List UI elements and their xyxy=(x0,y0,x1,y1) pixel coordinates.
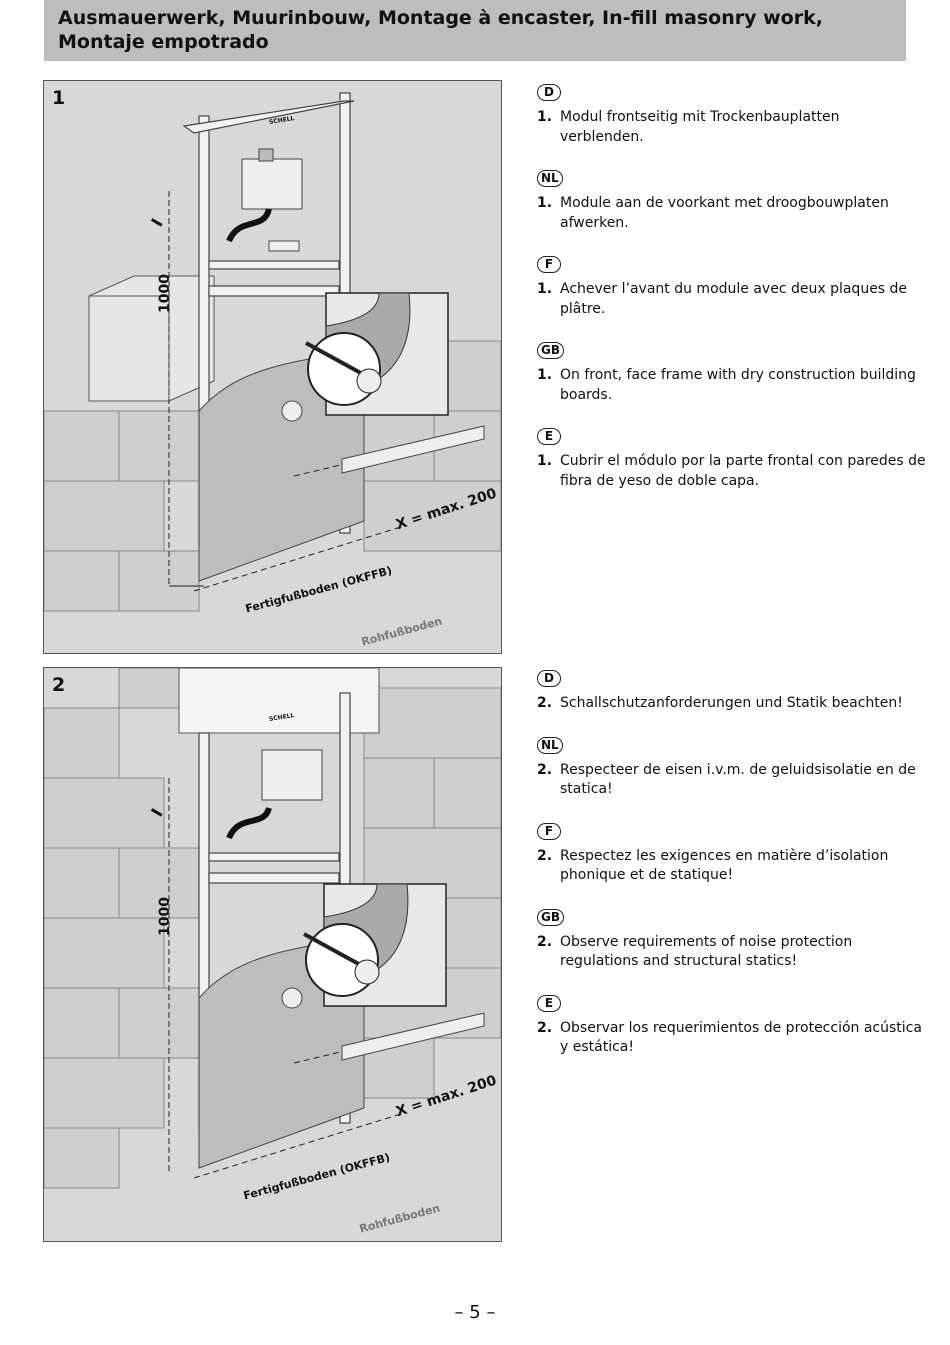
instruction-text: Observar los requerimientos de protecció… xyxy=(560,1019,922,1056)
step-number: 1. xyxy=(537,109,553,125)
dimension-label: 1000 xyxy=(157,897,173,936)
installation-illustration-1 xyxy=(44,81,501,653)
instructions-step-1: D 1. Modul frontseitig mit Trockenbauplat… xyxy=(537,83,927,513)
language-badge: D xyxy=(537,84,561,101)
language-badge: F xyxy=(537,256,561,273)
instruction-text: Respectez les exigences en matière d’iso… xyxy=(560,847,889,884)
instruction-block-de: D 1. Modul frontseitig mit Trockenbauplat… xyxy=(537,83,927,147)
instruction-text: Respecteer de eisen i.v.m. de geluidsiso… xyxy=(560,761,916,798)
language-badge: E xyxy=(537,428,561,445)
step-number: 2. xyxy=(537,1019,553,1036)
instruction-block-gb: GB 2. Observe requirements of noise prote… xyxy=(537,908,927,972)
figure-number: 1 xyxy=(52,87,66,109)
instruction-text: Module aan de voorkant met droogbouwplat… xyxy=(560,195,889,231)
figure-number: 2 xyxy=(52,674,66,696)
instruction-text: Schallschutzanforderungen und Statik bea… xyxy=(560,695,903,711)
instructions-step-2: D 2. Schallschutzanforderungen und Statik… xyxy=(537,669,927,1080)
step-number: 2. xyxy=(537,695,553,711)
language-badge: NL xyxy=(537,736,563,754)
figure-2: 2 1000 I SCHELL X = max. 200 Fertigfußbo… xyxy=(43,667,502,1242)
instruction-block-es: E 2. Observar los requerimientos de prote… xyxy=(537,994,927,1058)
page-header: Ausmauerwerk, Muurinbouw, Montage à enca… xyxy=(44,0,906,61)
step-number: 1. xyxy=(537,367,553,383)
page-number: – 5 – xyxy=(454,1302,496,1323)
instruction-block-de: D 2. Schallschutzanforderungen und Statik… xyxy=(537,669,927,714)
installation-illustration-2 xyxy=(44,668,501,1241)
step-number: 2. xyxy=(537,761,553,778)
instruction-block-nl: NL 1. Module aan de voorkant met droogbou… xyxy=(537,169,927,233)
language-badge: F xyxy=(537,822,561,840)
step-number: 2. xyxy=(537,933,553,950)
language-badge: E xyxy=(537,994,561,1012)
instruction-text: Modul frontseitig mit Trockenbauplatten … xyxy=(560,109,840,145)
step-number: 1. xyxy=(537,453,553,469)
language-badge: D xyxy=(537,670,561,687)
figure-1: 1 1000 I SCHELL X = max. 200 Fertigfußbo… xyxy=(43,80,502,654)
instruction-block-gb: GB 1. On front, face frame with dry const… xyxy=(537,341,927,405)
instruction-text: Observe requirements of noise protection… xyxy=(560,933,853,970)
dimension-label: 1000 xyxy=(157,274,173,313)
page-title: Ausmauerwerk, Muurinbouw, Montage à enca… xyxy=(58,7,823,53)
instruction-block-fr: F 1. Achever l’avant du module avec deux … xyxy=(537,255,927,319)
language-badge: GB xyxy=(537,342,564,359)
language-badge: NL xyxy=(537,170,563,187)
instruction-text: Cubrir el módulo por la parte frontal co… xyxy=(560,453,926,489)
step-number: 1. xyxy=(537,195,553,211)
instruction-block-nl: NL 2. Respecteer de eisen i.v.m. de gelui… xyxy=(537,736,927,800)
instruction-block-fr: F 2. Respectez les exigences en matière d… xyxy=(537,822,927,886)
instruction-text: On front, face frame with dry constructi… xyxy=(560,367,916,403)
instruction-block-es: E 1. Cubrir el módulo por la parte fronta… xyxy=(537,427,927,491)
step-number: 1. xyxy=(537,281,553,297)
instruction-text: Achever l’avant du module avec deux plaq… xyxy=(560,281,908,317)
step-number: 2. xyxy=(537,847,553,864)
language-badge: GB xyxy=(537,908,564,926)
